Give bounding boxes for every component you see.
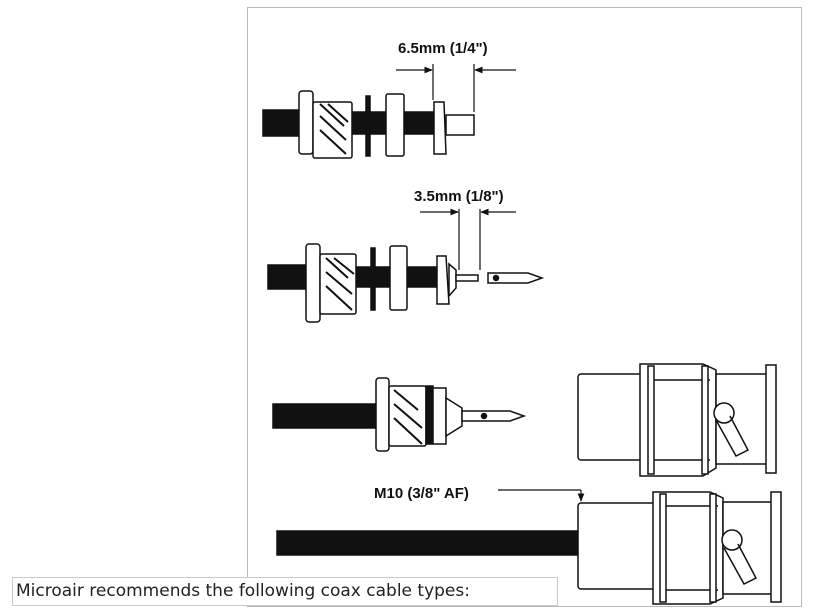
plug-top-bayonet-slot	[715, 415, 750, 457]
step3-flange-nut	[375, 377, 390, 452]
step1-gasket	[385, 93, 405, 157]
step4-bayonet-slot	[723, 543, 758, 585]
step4-body	[652, 491, 724, 605]
step2-pin-wire	[455, 274, 479, 282]
step4-nut	[577, 502, 657, 590]
step1-thread	[319, 103, 349, 155]
step1-assembly	[262, 90, 475, 159]
plug-top-end-flange	[765, 364, 777, 474]
dimension-label-3-5mm: 3.5mm (1/8")	[414, 188, 504, 205]
step3-assembly	[272, 377, 527, 452]
step1-clamp	[433, 101, 447, 155]
step4-cable	[276, 530, 582, 556]
step4-ridge-1	[659, 493, 667, 603]
step1-dielectric	[445, 114, 475, 136]
step2-flange-nut	[305, 243, 321, 323]
step2-washer	[370, 247, 376, 311]
step4-ridge-2	[709, 493, 717, 603]
plug-top-ridge-2	[701, 365, 709, 475]
step2-contact-pin	[487, 272, 545, 284]
plug-top-nut	[577, 373, 645, 461]
step2-thread	[325, 257, 355, 311]
step1-flange-nut	[298, 90, 314, 155]
plug-top-ridge-1	[647, 365, 655, 475]
step3-pin-hole	[480, 412, 488, 420]
coax-recommendation-text: Microair recommends the following coax c…	[12, 577, 558, 606]
step1-washer	[365, 95, 371, 157]
diagram-canvas: 6.5mm (1/4") 3.5mm (1/8")	[262, 40, 782, 605]
step4-dimension	[498, 489, 585, 502]
step2-clamp	[436, 255, 450, 305]
step4-assembly	[276, 491, 782, 605]
plug-top-body	[639, 363, 717, 477]
dimension-label-m10: M10 (3/8" AF)	[374, 485, 469, 502]
step2-pin-hole	[492, 274, 500, 282]
step1-cable	[262, 109, 306, 137]
bnc-assembly-diagram: 6.5mm (1/4") 3.5mm (1/8")	[247, 7, 802, 607]
step2-nut-body	[319, 253, 357, 315]
bnc-plug-top	[577, 363, 777, 477]
step3-contact-pin	[461, 410, 527, 422]
step2-cable	[267, 264, 311, 290]
step2-dimension	[420, 208, 516, 270]
step4-end-flange	[770, 491, 782, 603]
step3-cable	[272, 403, 382, 429]
step3-gasket-black	[425, 385, 434, 445]
step3-thread	[393, 389, 423, 445]
step1-nut-body	[312, 101, 353, 159]
step2-gasket	[389, 245, 408, 311]
step3-clamp	[432, 387, 447, 445]
step1-dimension	[396, 64, 516, 112]
step2-taper	[448, 262, 457, 298]
step3-taper	[445, 396, 463, 438]
step2-assembly	[267, 243, 545, 323]
dimension-label-6-5mm: 6.5mm (1/4")	[398, 40, 488, 57]
step4-bayonet-pin	[721, 529, 743, 551]
plug-top-bayonet-pin	[713, 402, 735, 424]
